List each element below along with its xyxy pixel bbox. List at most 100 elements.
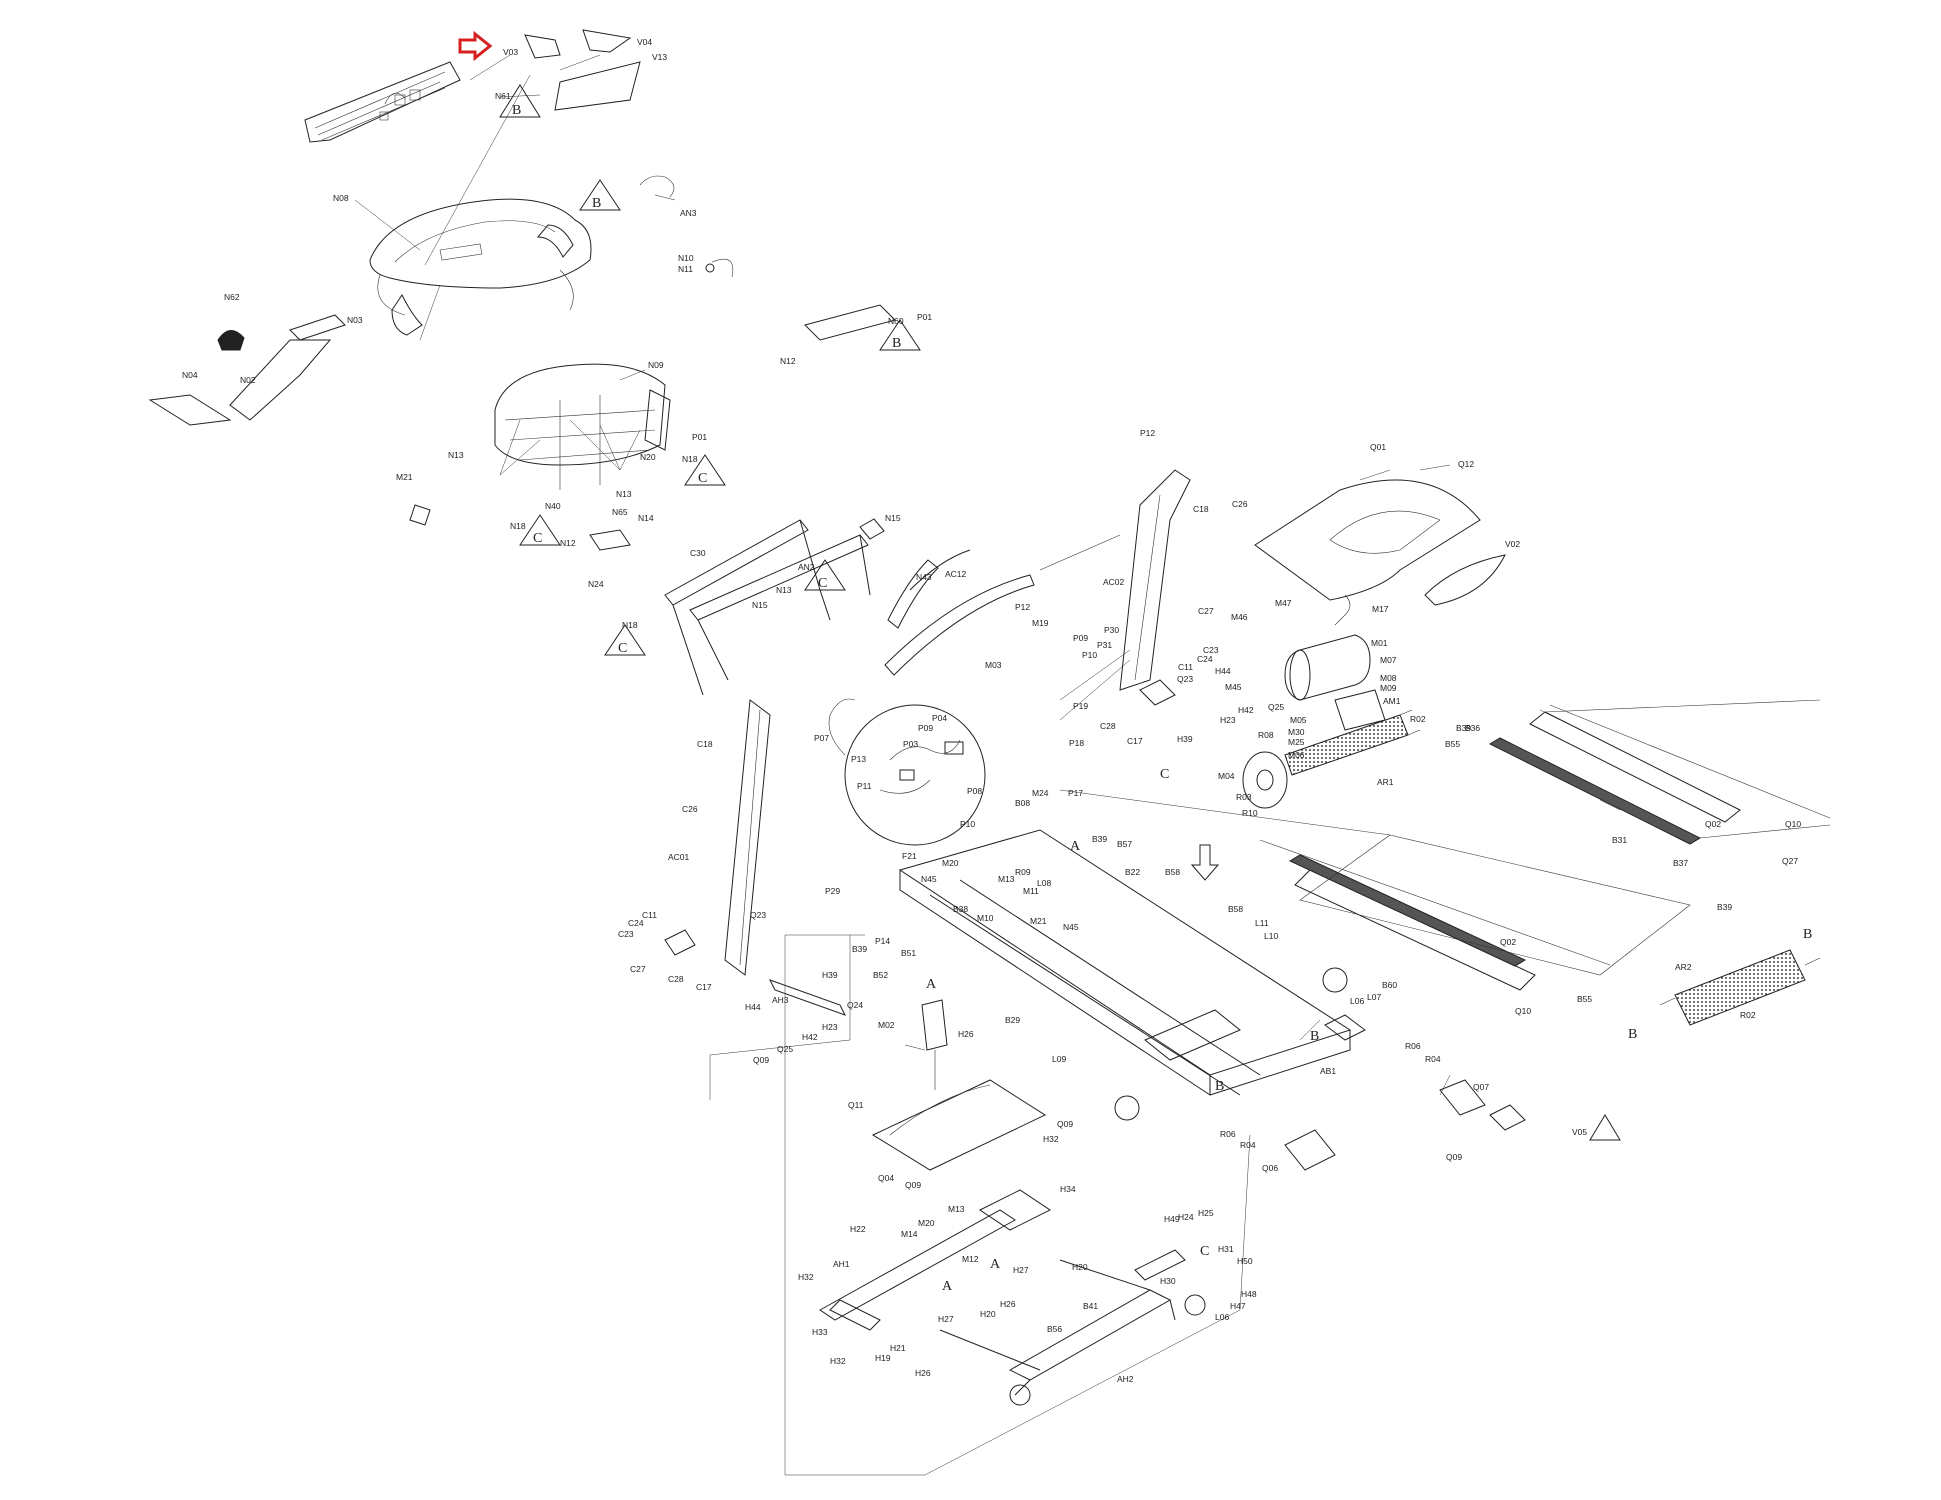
part-label: M11: [1023, 886, 1039, 896]
part-label: V03: [503, 47, 518, 57]
section-marks: B B B C C C C C A A B B B B A A C: [512, 103, 1812, 1294]
part-label: M13: [948, 1204, 965, 1214]
part-label: H20: [1072, 1262, 1088, 1272]
mark-a: A: [942, 1279, 953, 1294]
part-label: P14: [875, 936, 890, 946]
part-label: Q09: [753, 1055, 769, 1065]
part-label: P09: [918, 723, 933, 733]
triangle-c-1: [684, 454, 726, 486]
part-label: P04: [932, 713, 947, 723]
motor-hood-q01: [1254, 479, 1506, 606]
part-label: M04: [1218, 771, 1235, 781]
part-label: AH1: [833, 1259, 850, 1269]
part-label: P10: [1082, 650, 1097, 660]
part-label: B58: [1228, 904, 1243, 914]
part-label: C23: [1203, 645, 1219, 655]
down-arrow-icon: [1190, 844, 1220, 881]
part-label: M12: [962, 1254, 979, 1264]
part-label: C23: [618, 929, 634, 939]
part-label: M02: [878, 1020, 895, 1030]
mark-a: A: [990, 1257, 1001, 1272]
part-label: M30: [1288, 727, 1305, 737]
part-label: H44: [745, 1002, 761, 1012]
part-label: M46: [1231, 612, 1248, 622]
part-label: P18: [1069, 738, 1084, 748]
part-label: H39: [1177, 734, 1193, 744]
mark-b: B: [1310, 1029, 1319, 1044]
part-label: N65: [612, 507, 628, 517]
part-label: C17: [1127, 736, 1143, 746]
part-label: Q06: [1262, 1163, 1278, 1173]
part-label: P01: [692, 432, 707, 442]
part-label: N18: [510, 521, 526, 531]
part-labels: V03 V04 V13 N61 N08 AN3 N10 N11 N62 N03 …: [182, 37, 1801, 1384]
part-label: L07: [1367, 992, 1381, 1002]
part-label: R04: [1425, 1054, 1441, 1064]
part-label: N13: [616, 489, 632, 499]
leader-outlines: [709, 789, 1391, 1476]
mark-b: B: [512, 103, 521, 118]
part-label: AM1: [1383, 696, 1401, 706]
part-label: H48: [1241, 1289, 1257, 1299]
part-label: C28: [668, 974, 684, 984]
part-label: Q23: [1177, 674, 1193, 684]
motor-assembly: [1284, 594, 1386, 731]
part-label: B39: [1717, 902, 1732, 912]
part-label: N43: [916, 572, 932, 582]
part-label: Q10: [1785, 819, 1801, 829]
part-label: M08: [1380, 673, 1397, 683]
part-label: N12: [560, 538, 576, 548]
mark-c: C: [1160, 767, 1169, 782]
part-label: B57: [1117, 839, 1132, 849]
part-label: B08: [1015, 798, 1030, 808]
part-label: M19: [1032, 618, 1049, 628]
triangle-b-3: [879, 319, 921, 351]
part-label: H27: [1013, 1265, 1029, 1275]
part-label: M25: [1288, 737, 1305, 747]
part-label: AC12: [945, 569, 967, 579]
part-label: N10: [678, 253, 694, 263]
part-label: P11: [857, 781, 872, 791]
end-caps: [1284, 1079, 1526, 1171]
part-label: N14: [638, 513, 654, 523]
part-label: H23: [1220, 715, 1236, 725]
part-label: P29: [825, 886, 840, 896]
part-label: N45: [1063, 922, 1079, 932]
part-label: B55: [1445, 739, 1460, 749]
triangle-c-2: [519, 514, 561, 546]
part-label: Q11: [848, 1100, 864, 1110]
part-label: N13: [776, 585, 792, 595]
part-label: M14: [901, 1229, 918, 1239]
part-label: H44: [1215, 666, 1231, 676]
part-label: M10: [977, 913, 994, 923]
part-label: R02: [1740, 1010, 1756, 1020]
part-label: L10: [1264, 931, 1278, 941]
part-label: C27: [630, 964, 646, 974]
mark-c: C: [698, 471, 707, 486]
mark-a: A: [1070, 839, 1081, 854]
mark-a: A: [926, 977, 937, 992]
part-label: H49: [1164, 1214, 1180, 1224]
part-label: N18: [622, 620, 638, 630]
part-label: N11: [678, 264, 693, 274]
part-label: H22: [850, 1224, 866, 1234]
part-label: B22: [1125, 867, 1140, 877]
part-label: B58: [1165, 867, 1180, 877]
part-label: M07: [1380, 655, 1397, 665]
part-label: R03: [1236, 792, 1252, 802]
bottom-cover-q04: [871, 1079, 1047, 1171]
part-label: L06: [1215, 1312, 1229, 1322]
part-label: N13: [448, 450, 464, 460]
mark-c: C: [818, 576, 827, 591]
part-label: N09: [648, 360, 664, 370]
part-label: C24: [628, 918, 644, 928]
part-label: B39: [1456, 723, 1471, 733]
part-label: P10: [960, 819, 975, 829]
part-label: B31: [1612, 835, 1627, 845]
part-label: C18: [1193, 504, 1209, 514]
part-label: M05: [1290, 715, 1307, 725]
part-label: AH3: [772, 995, 789, 1005]
part-label: Q02: [1500, 937, 1516, 947]
part-label: C17: [696, 982, 712, 992]
